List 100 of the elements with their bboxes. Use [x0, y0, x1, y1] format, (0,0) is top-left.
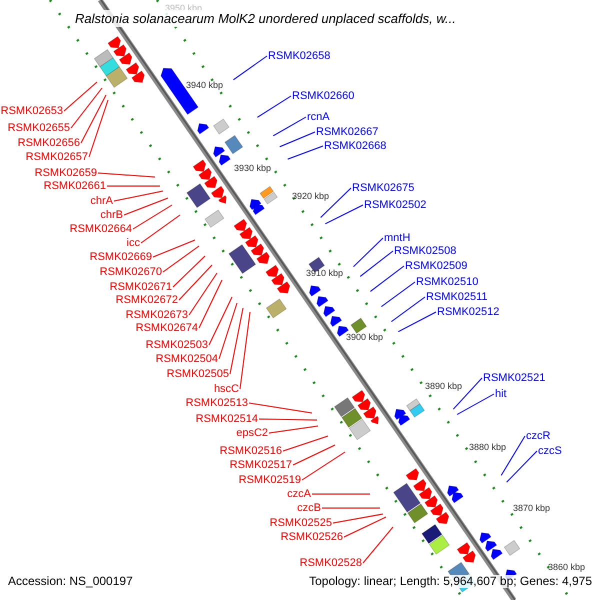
- gene-label: RSMK02505: [166, 368, 229, 380]
- gene-label: RSMK02669: [90, 250, 152, 264]
- gene-label: RSMK02671: [110, 280, 172, 294]
- leader-line: [172, 256, 206, 288]
- leader-line: [272, 116, 306, 136]
- gene-label: RSMK02511: [426, 290, 488, 304]
- gene-label: RSMK02521: [483, 372, 546, 384]
- gene-label: czcB: [297, 502, 321, 514]
- gene-label: RSMK02512: [437, 306, 500, 318]
- scale-label: 3860 kbp: [548, 562, 586, 573]
- leader-line: [506, 450, 538, 483]
- scale-label: 3870 kbp: [513, 503, 550, 514]
- summary-text: Topology: linear; Length: 5,964,607 bp; Genes: 4,975: [309, 575, 592, 588]
- leader-line: [282, 436, 328, 452]
- leader-line: [114, 190, 164, 202]
- gene-label: RSMK02508: [394, 244, 456, 258]
- leader-line: [352, 238, 384, 268]
- leader-line: [198, 280, 222, 328]
- scale-label: 3880 kbp: [469, 442, 506, 453]
- gene-label: RSMK02674: [136, 322, 198, 334]
- leader-line: [188, 272, 218, 316]
- gene-label: RSMK02653: [0, 104, 63, 118]
- gene-label: RSMK02510: [416, 276, 478, 288]
- leader-line: [132, 204, 172, 230]
- leader-line: [248, 402, 312, 414]
- scale-label: 3900 kbp: [346, 332, 384, 343]
- leader-line: [208, 296, 232, 346]
- gene-label: rcnA: [307, 110, 330, 124]
- gene-label: RSMK02660: [292, 90, 354, 102]
- scale-label: 3940 kbp: [186, 80, 224, 91]
- leader-line: [230, 308, 244, 374]
- scale-label: 3890 kbp: [425, 381, 462, 392]
- leader-line: [320, 188, 352, 218]
- gene-label: mntH: [384, 232, 410, 244]
- leader-line: [324, 204, 364, 224]
- gene-label: RSMK02519: [238, 474, 301, 486]
- leader-line: [292, 444, 336, 466]
- leader-line: [268, 426, 318, 434]
- leader-line: [398, 312, 436, 332]
- leader-line: [302, 452, 346, 480]
- gene-label: RSMK02528: [300, 556, 362, 570]
- gene-label: hscC: [214, 382, 239, 396]
- gene-label: RSMK02672: [116, 294, 178, 306]
- gene-label: RSMK02525: [270, 516, 332, 530]
- leader-line: [152, 240, 196, 258]
- leader-line: [178, 264, 212, 300]
- gene-label: RSMK02514: [196, 412, 258, 426]
- gene-label: RSMK02661: [44, 180, 106, 192]
- gene-label: RSMK02504: [156, 352, 218, 366]
- leader-line: [258, 418, 318, 420]
- gene-label: RSMK02516: [220, 444, 282, 458]
- gene-label: hit: [495, 388, 507, 400]
- scale-label: 3930 kbp: [234, 163, 272, 174]
- leader-line: [370, 266, 404, 292]
- leader-line: [70, 88, 102, 128]
- leader-line: [98, 172, 156, 178]
- leader-line: [256, 96, 292, 118]
- leader-line: [380, 282, 416, 308]
- leader-line: [362, 526, 394, 564]
- leader-line: [360, 250, 394, 277]
- scale-label: 3920 kbp: [292, 191, 330, 202]
- leader-line: [452, 378, 482, 410]
- gene-label: czcS: [538, 444, 562, 458]
- gene-label: RSMK02668: [324, 140, 386, 152]
- leader-line: [287, 146, 324, 160]
- leader-line: [124, 198, 168, 216]
- title: Ralstonia solanacearum MolK2 unordered unplaced scaffolds, w...: [75, 10, 456, 27]
- gene-label: RSMK02656: [18, 136, 80, 150]
- scale-label: 3910 kbp: [306, 268, 344, 279]
- leader-line: [140, 214, 180, 244]
- gene-label: RSMK02502: [364, 198, 426, 212]
- leader-line: [279, 132, 316, 148]
- gene-label: RSMK02655: [8, 122, 70, 134]
- leader-line: [332, 514, 384, 524]
- leader-line: [64, 82, 98, 112]
- leader-line: [162, 246, 200, 272]
- leader-line: [390, 296, 426, 322]
- gene-label: RSMK02670: [100, 266, 162, 278]
- gene-label: czcA: [287, 488, 311, 500]
- gene-label: chrA: [90, 194, 113, 208]
- gene-label: icc: [126, 236, 140, 250]
- gene-label: epsC2: [236, 426, 268, 440]
- gene-label: RSMK02513: [186, 396, 248, 410]
- gene-label: RSMK02659: [34, 166, 97, 180]
- gene-label: RSMK02664: [70, 222, 132, 236]
- accession-text: Accession: NS_000197: [8, 575, 133, 588]
- leader-line: [500, 436, 526, 476]
- leader-line: [240, 312, 250, 390]
- leader-line: [456, 394, 494, 415]
- gene-label: czcR: [526, 430, 550, 442]
- leader-line: [232, 56, 268, 80]
- leader-line: [344, 516, 386, 538]
- gene-label: RSMK02657: [26, 150, 88, 164]
- gene-label: RSMK02526: [280, 530, 343, 544]
- leader-line: [88, 100, 108, 158]
- gene-label: RSMK02503: [146, 338, 208, 352]
- gene-label: RSMK02667: [316, 126, 378, 138]
- gene-label: RSMK02517: [230, 458, 292, 472]
- gene-label: RSMK02658: [268, 50, 330, 62]
- gene-label: RSMK02675: [352, 182, 414, 194]
